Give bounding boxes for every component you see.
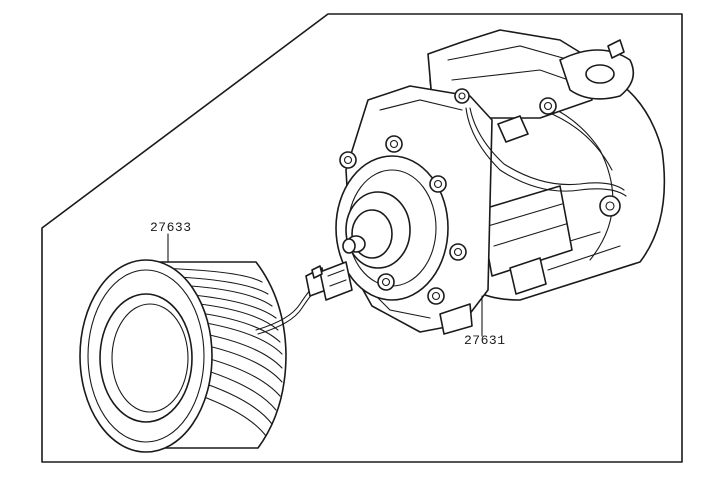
part-label-clutch-pulley: 27633 — [150, 220, 192, 235]
diagram-frame — [41, 13, 683, 463]
part-label-compressor: 27631 — [464, 333, 506, 348]
connector-icon — [305, 261, 353, 301]
compressor-assembly — [335, 29, 666, 335]
bolt-icon — [339, 88, 621, 305]
clutch-pulley-assembly — [79, 259, 287, 453]
